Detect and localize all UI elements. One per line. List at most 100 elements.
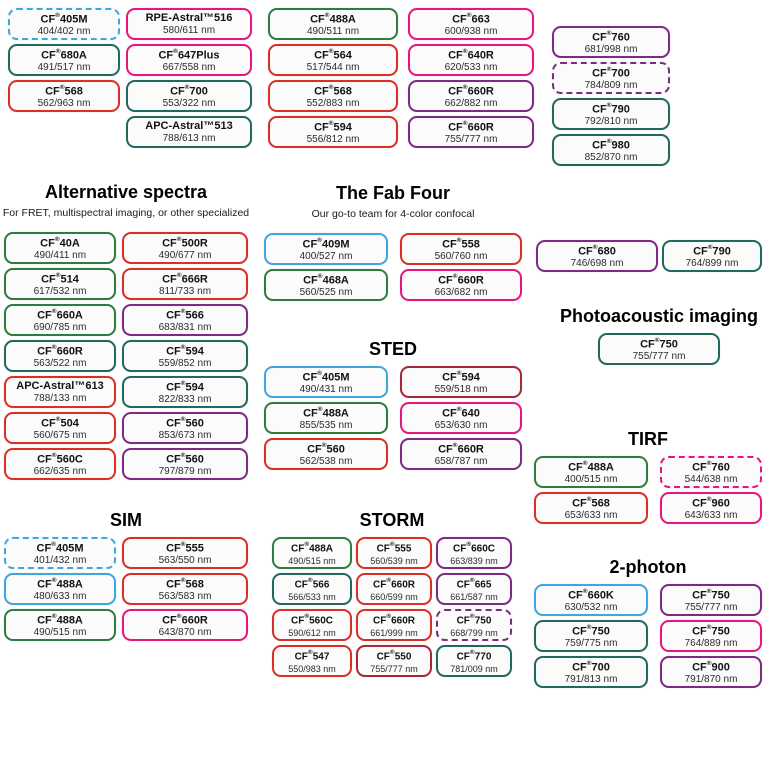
dye-ex-em-value: 653/633 nm (564, 510, 618, 522)
dye-ex-em-value: 683/831 nm (158, 322, 212, 334)
section-title-photoacoustic-imaging: Photoacoustic imaging (559, 306, 759, 326)
dye-ex-em-value: 759/775 nm (564, 638, 618, 650)
dye-ex-em-value: 681/998 nm (584, 44, 638, 56)
dye-name: CF®488A (290, 540, 334, 555)
dye-name: CF®647Plus (158, 47, 220, 62)
dye-ex-em-value: 852/870 nm (584, 152, 638, 164)
dye-name: CF®488A (303, 405, 349, 420)
dye-ex-em-value: 566/533 nm (288, 592, 336, 603)
dye-ex-em-value: 562/538 nm (299, 456, 353, 468)
section-title-alternative-spectra: Alternative spectra (44, 182, 208, 202)
dye-name: CF®594 (442, 369, 480, 384)
dye-name: CF®700 (170, 83, 208, 98)
dye-name: CF®560 (307, 441, 345, 456)
dye-name: CF®760 (592, 29, 630, 44)
dye-name: CF®504 (41, 415, 79, 430)
dye-ex-em-value: 553/322 nm (162, 98, 216, 110)
dye-ex-em-value: 490/515 nm (33, 627, 87, 639)
dye-name: CF®405M (40, 11, 88, 26)
dye-name: CF®568 (572, 495, 610, 510)
dye-name: RPE-Astral™516 (145, 11, 233, 24)
dye-ex-em-value: 822/833 nm (158, 394, 212, 406)
section-title-sted: STED (368, 339, 417, 359)
dye-ex-em-value: 855/535 nm (299, 420, 353, 432)
section-title-fab-four: The Fab Four (336, 183, 450, 203)
section-subtitle-alternative-spectra: For FRET, multispectral imaging, or othe… (2, 207, 250, 219)
dye-ex-em-value: 788/133 nm (33, 392, 87, 404)
dye-ex-em-value: 653/630 nm (434, 420, 488, 432)
dye-ex-em-value: 590/612 nm (288, 628, 336, 639)
dye-ex-em-value: 490/431 nm (299, 384, 353, 396)
dye-name: CF®409M (302, 236, 350, 251)
dye-ex-em-value: 400/515 nm (564, 474, 618, 486)
dye-name: CF®700 (592, 65, 630, 80)
dye-ex-em-value: 791/813 nm (564, 674, 618, 686)
dye-name: CF®550 (376, 648, 412, 663)
dye-ex-em-value: 560/760 nm (434, 251, 488, 263)
dye-name: CF®405M (36, 540, 84, 555)
dye-ex-em-value: 811/733 nm (158, 286, 212, 298)
dye-name: CF®980 (592, 137, 630, 152)
dye-name: CF®568 (166, 576, 204, 591)
dye-name: CF®564 (314, 47, 352, 62)
dye-ex-em-value: 490/515 nm (288, 556, 336, 567)
dye-ex-em-value: 600/938 nm (444, 26, 498, 38)
dye-name: CF®594 (166, 379, 204, 394)
dye-ex-em-value: 620/533 nm (444, 62, 498, 74)
dye-name: CF®640R (448, 47, 494, 62)
dye-ex-em-value: 668/799 nm (450, 628, 498, 639)
dye-name: CF®488A (310, 11, 356, 26)
dye-ex-em-value: 764/899 nm (685, 258, 739, 270)
dye-ex-em-value: 764/889 nm (684, 638, 738, 650)
section-title-tirf: TIRF (628, 429, 668, 449)
section-alternative-spectra: Alternative spectra For FRET, multispect… (3, 182, 249, 480)
dye-name: APC-Astral™513 (145, 119, 233, 132)
dye-ex-em-value: 667/558 nm (162, 62, 216, 74)
dye-ex-em-value: 560/525 nm (299, 287, 353, 299)
